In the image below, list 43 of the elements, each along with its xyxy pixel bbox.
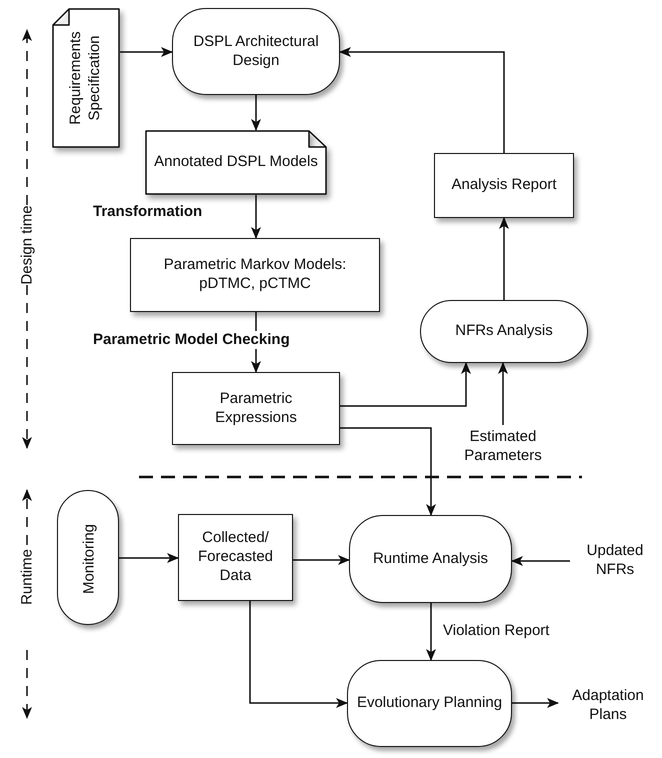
node-text: Updated NFRs <box>570 540 660 582</box>
node-label: Monitoring <box>78 522 98 596</box>
node-label: Analysis Report <box>450 175 558 196</box>
edge-label: Violation Report <box>443 622 550 640</box>
terminal-box <box>347 660 512 747</box>
arrow <box>340 362 471 407</box>
arrow <box>339 47 505 153</box>
node-label: Parametric Expressions <box>214 388 298 428</box>
document-shape <box>52 8 120 148</box>
process-box <box>130 238 380 312</box>
arrow <box>120 47 173 57</box>
node-label: NFRs Analysis <box>454 321 554 342</box>
arrow <box>293 555 350 565</box>
node-label: Parametric Markov Models: pDTMC, pCTMC <box>162 255 348 294</box>
arrow <box>426 603 436 661</box>
process-box <box>434 153 574 218</box>
node-label: Runtime Analysis <box>372 548 490 569</box>
terminal-box <box>172 8 340 95</box>
arrow <box>511 556 570 566</box>
node-label: Annotated DSPL Models <box>153 152 319 172</box>
arrow <box>512 698 559 708</box>
arrow <box>251 95 261 131</box>
arrow <box>249 601 348 708</box>
node-label: Evolutionary Planning <box>356 693 504 714</box>
process-box <box>172 372 340 445</box>
node-text: Adaptation Plans <box>558 684 658 728</box>
arrow <box>340 427 436 516</box>
terminal-box <box>420 300 588 363</box>
phase-label: Runtime <box>18 549 36 605</box>
arrow <box>119 553 179 563</box>
node-text: Estimated Parameters <box>446 425 560 469</box>
terminal-box <box>57 490 119 625</box>
arrow <box>498 362 508 425</box>
phase-label: Design time <box>18 205 36 285</box>
terminal-box <box>349 515 512 603</box>
node-label: DSPL Architectural Design <box>192 32 320 70</box>
process-box <box>178 514 293 601</box>
edge-label: Parametric Model Checking <box>93 331 290 349</box>
arrow <box>251 195 261 239</box>
document-shape <box>145 130 327 195</box>
arrow <box>499 217 509 300</box>
node-label: Requirements Specification <box>66 30 104 127</box>
node-label: Collected/ Forecasted Data <box>196 528 274 586</box>
